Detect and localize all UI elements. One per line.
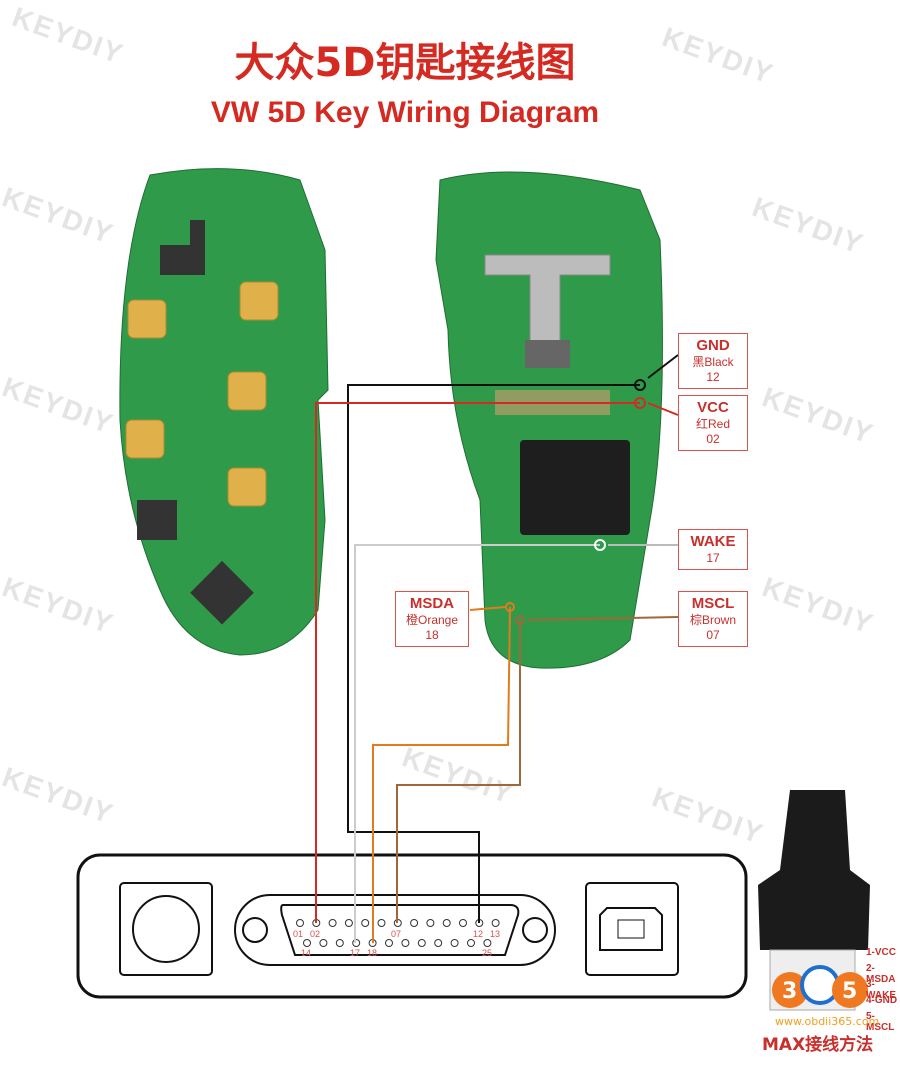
pin-label: 25 [482, 948, 493, 958]
max-pin-label: 3-WAKE [866, 979, 896, 1001]
db25-pin [491, 919, 500, 927]
db25-pin [352, 939, 361, 947]
tdk-chip [520, 440, 630, 535]
max-pin-label: 1-VCC [866, 947, 897, 958]
svg-text:5: 5 [842, 979, 857, 1004]
db25-pin [344, 919, 353, 927]
wire-mscl [396, 620, 521, 923]
db25-pin [335, 939, 344, 947]
wire-gnd [347, 384, 640, 923]
db25-pin [303, 939, 311, 947]
max-cable [758, 790, 870, 950]
pin-label: 02 [310, 929, 321, 939]
db25-pin [483, 939, 492, 947]
db25-pin [434, 939, 443, 947]
db25-pin [410, 919, 419, 927]
pin-label: 01 [293, 929, 304, 939]
db25-pin [377, 919, 386, 927]
pin-label: 17 [350, 948, 361, 958]
logo-365: 3 5 [772, 965, 868, 1008]
db25-pin [319, 939, 328, 947]
db25-pin [442, 919, 451, 927]
max-pin-label: 4-GND [866, 995, 898, 1006]
db25-pin [361, 919, 370, 927]
pcb-buttons [125, 281, 279, 507]
max-pin-label: 2-MSDA [866, 963, 896, 985]
max-caption: MAX接线方法 [762, 1035, 874, 1055]
max-pin-label: 5-MSCL [866, 1011, 895, 1033]
db25-pin [296, 919, 304, 927]
pcb-back [435, 171, 663, 669]
wire-msda [372, 606, 511, 943]
pin-label: 13 [490, 929, 501, 939]
pin-label: 07 [391, 929, 402, 939]
pin-label: 14 [301, 948, 312, 958]
db25-pin [401, 939, 410, 947]
wire-wake [354, 544, 600, 943]
site-watermark: www.obdii365.com [775, 1015, 880, 1028]
pin-label: 18 [367, 948, 378, 958]
pin-label: 12 [473, 929, 484, 939]
title-english: VW 5D Key Wiring Diagram [210, 96, 600, 129]
wire-vcc [315, 402, 640, 923]
ps2-port [132, 895, 200, 963]
db25-pin [328, 919, 337, 927]
db25-pin [467, 939, 475, 947]
db25-pin [459, 919, 467, 927]
db25-pin [417, 939, 426, 947]
title-chinese: 大众5D钥匙接线图 [234, 40, 576, 86]
db25-pin [385, 939, 393, 947]
db25-pin [450, 939, 459, 947]
db25-pin [426, 919, 435, 927]
svg-text:3: 3 [782, 979, 797, 1004]
